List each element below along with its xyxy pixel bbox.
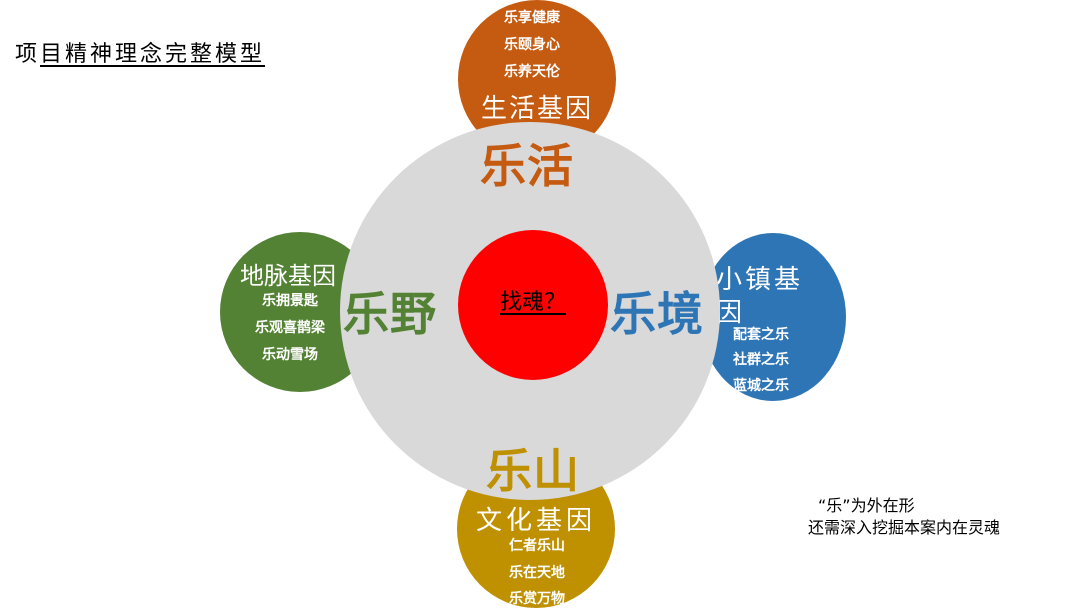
right-item-1: 配套之乐 <box>733 327 789 343</box>
top-item-3: 乐养天伦 <box>504 64 560 80</box>
left-item-3: 乐动雪场 <box>262 347 318 363</box>
bottom-item-1: 仁者乐山 <box>509 538 565 554</box>
center-red-circle <box>458 230 608 380</box>
title-underlined: 目精神理念完整模型 <box>40 42 266 67</box>
top-gene-label: 生活基因 <box>480 94 593 124</box>
top-big-label: 乐活 <box>480 139 574 193</box>
top-item-2: 乐颐身心 <box>504 37 560 53</box>
note-line-1: “乐”为外在形 <box>818 496 915 515</box>
right-gene-label-line1: 小镇基 <box>716 265 804 295</box>
note: “乐”为外在形 还需深入挖掘本案内在灵魂 <box>808 495 1000 539</box>
left-gene-label: 地脉基因 <box>240 262 336 290</box>
bottom-big-label: 乐山 <box>486 444 580 498</box>
left-big-label: 乐野 <box>343 287 437 341</box>
right-item-3: 蓝城之乐 <box>733 378 789 394</box>
right-gene-label-line2: 因 <box>716 298 743 328</box>
left-item-2: 乐观喜鹊梁 <box>255 320 325 336</box>
page-title: 项目精神理念完整模型 <box>15 36 265 68</box>
bottom-item-2: 乐在天地 <box>509 565 565 581</box>
right-big-label: 乐境 <box>610 287 704 341</box>
note-line-2: 还需深入挖掘本案内在灵魂 <box>808 518 1001 537</box>
right-item-2: 社群之乐 <box>733 352 789 368</box>
center-label: 找魂？ <box>500 290 567 315</box>
top-item-1: 乐享健康 <box>504 10 560 26</box>
title-prefix: 项 <box>15 42 41 67</box>
bottom-gene-label: 文化基因 <box>475 506 596 536</box>
left-item-1: 乐拥景匙 <box>262 293 318 309</box>
right-gene-circle <box>700 233 846 401</box>
bottom-item-3: 乐赏万物 <box>509 591 565 607</box>
